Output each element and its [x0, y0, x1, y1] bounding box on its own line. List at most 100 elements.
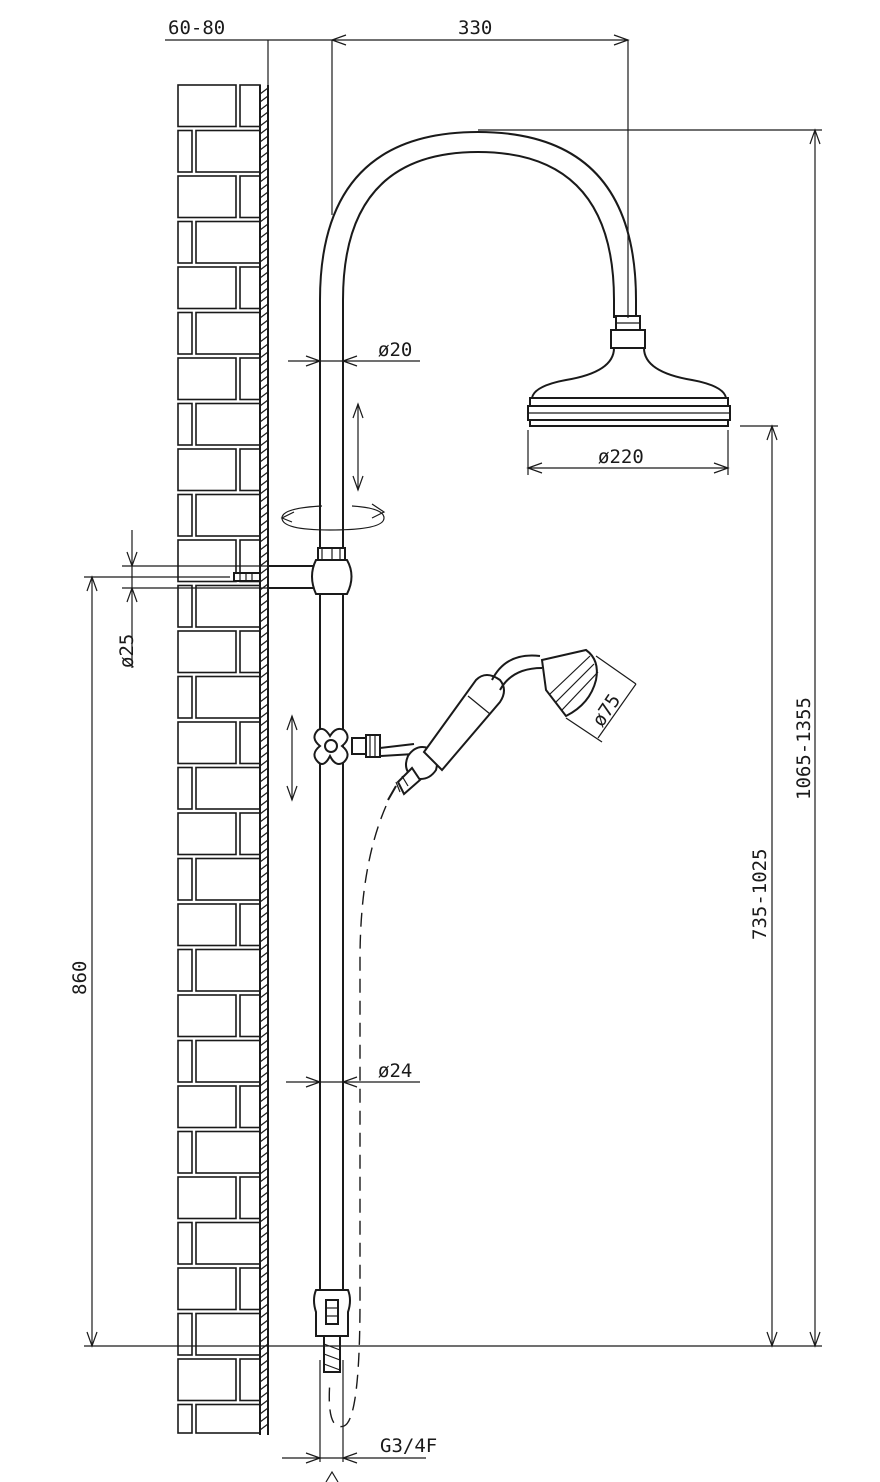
brick — [239, 84, 261, 128]
hatch-line — [259, 1279, 269, 1287]
hatch-line — [259, 1255, 269, 1263]
hatch-line — [259, 183, 269, 191]
hatch-line — [259, 1383, 269, 1391]
hatch-line — [259, 983, 269, 991]
brick — [239, 1085, 261, 1129]
hatch-line — [259, 1239, 269, 1247]
hatch-line — [259, 303, 269, 311]
hatch-line — [259, 367, 269, 375]
hatch-line — [259, 775, 269, 783]
hatch-line — [259, 1391, 269, 1399]
hatch-line — [259, 895, 269, 903]
hatch-line — [259, 1399, 269, 1407]
dim-column-height: 1065-1355 — [793, 697, 815, 800]
hatch-line — [259, 391, 269, 399]
brick — [239, 630, 261, 674]
wall-bracket — [233, 547, 353, 595]
hatch-line — [259, 1223, 269, 1231]
hatch-line — [259, 519, 269, 527]
hatch-line — [259, 95, 269, 103]
hatch-line — [259, 1031, 269, 1039]
hatch-line — [259, 807, 269, 815]
hatch-line — [259, 743, 269, 751]
wall-face-hatch — [259, 85, 269, 1435]
hatch-line — [259, 223, 269, 231]
brick — [177, 448, 237, 492]
hatch-line — [259, 1311, 269, 1319]
brick — [239, 903, 261, 947]
hatch-line — [259, 407, 269, 415]
brick — [177, 1312, 193, 1356]
riser-pipe — [319, 545, 344, 1290]
brick — [177, 220, 193, 264]
hatch-line — [259, 751, 269, 759]
hatch-line — [259, 999, 269, 1007]
hatch-line — [259, 1183, 269, 1191]
dim-bracket-height: 860 — [69, 961, 91, 995]
hatch-line — [259, 495, 269, 503]
brick — [177, 1267, 237, 1311]
hatch-line — [259, 1367, 269, 1375]
hatch-line — [259, 255, 269, 263]
hose-dashed — [328, 805, 387, 1428]
brick — [239, 1358, 261, 1402]
hatch-line — [259, 927, 269, 935]
hatch-line — [259, 871, 269, 879]
brick — [177, 1085, 237, 1129]
brick — [177, 630, 237, 674]
hatch-line — [259, 991, 269, 999]
hatch-line — [259, 1095, 269, 1103]
brick — [239, 1267, 261, 1311]
hatch-line — [259, 975, 269, 983]
dim-inlet-thread: G3/4F — [380, 1435, 437, 1457]
brick — [195, 311, 261, 355]
brick-wall — [177, 84, 261, 1434]
hatch-line — [259, 239, 269, 247]
hatch-line — [259, 647, 269, 655]
brick — [177, 84, 237, 128]
hatch-line — [259, 1071, 269, 1079]
hatch-line — [259, 1335, 269, 1343]
hatch-line — [259, 623, 269, 631]
hatch-line — [259, 1247, 269, 1255]
hatch-line — [259, 343, 269, 351]
hatch-line — [259, 1047, 269, 1055]
dim-bracket-diameter: ø25 — [116, 634, 138, 668]
brick — [195, 220, 261, 264]
brick — [195, 129, 261, 173]
dim-arm-pipe-diameter: ø20 — [378, 339, 412, 361]
hatch-line — [259, 279, 269, 287]
hatch-line — [259, 103, 269, 111]
shower-head — [527, 315, 731, 427]
hatch-line — [259, 607, 269, 615]
hatch-line — [259, 383, 269, 391]
brick — [177, 766, 193, 810]
brick — [177, 1039, 193, 1083]
hatch-line — [259, 87, 269, 95]
hatch-line — [259, 567, 269, 575]
hatch-line — [259, 527, 269, 535]
inlet-fitting — [313, 1289, 351, 1373]
hatch-line — [259, 1103, 269, 1111]
hatch-line — [259, 439, 269, 447]
hatch-line — [259, 119, 269, 127]
hatch-line — [259, 1327, 269, 1335]
hatch-line — [259, 767, 269, 775]
hatch-line — [259, 967, 269, 975]
hatch-line — [259, 815, 269, 823]
hatch-line — [259, 1303, 269, 1311]
hatch-line — [259, 1295, 269, 1303]
hatch-line — [259, 359, 269, 367]
hatch-line — [259, 295, 269, 303]
hatch-line — [259, 1207, 269, 1215]
arm-height-adjust-arrow-icon — [352, 402, 364, 492]
brick — [177, 402, 193, 446]
brick — [177, 311, 193, 355]
hatch-line — [259, 159, 269, 167]
hatch-line — [259, 695, 269, 703]
hatch-line — [259, 935, 269, 943]
hatch-line — [259, 231, 269, 239]
hatch-line — [259, 1343, 269, 1351]
hatch-line — [259, 215, 269, 223]
hatch-line — [259, 287, 269, 295]
